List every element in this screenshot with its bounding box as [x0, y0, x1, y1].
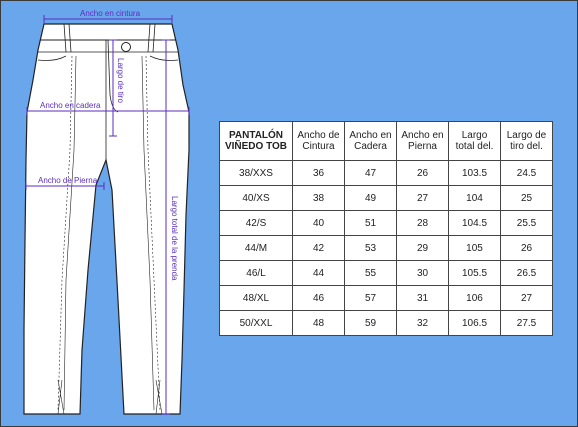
waist-cell: 38: [292, 185, 345, 211]
leg-cell: 32: [396, 310, 449, 336]
leg-cell: 27: [396, 185, 449, 211]
hip-cell: 57: [344, 285, 397, 311]
column-header-leg: Ancho en Pierna: [396, 121, 449, 161]
hip-cell: 55: [344, 260, 397, 286]
hip-cell: 59: [344, 310, 397, 336]
column-header-length: Largo total del.: [448, 121, 501, 161]
table-row: 46/L 44 55 30 105.5 26.5: [219, 260, 553, 286]
rise-cell: 24.5: [500, 160, 553, 186]
column-header-line: Largo: [461, 130, 488, 141]
length-cell: 105.5: [448, 260, 501, 286]
table-row: 38/XXS 36 47 26 103.5 24.5: [219, 160, 553, 186]
column-header-line: Pierna: [408, 141, 437, 152]
table-row: 48/XL 46 57 31 106 27: [219, 285, 553, 311]
length-cell: 104.5: [448, 210, 501, 236]
column-header-line: tiro del.: [510, 141, 543, 152]
column-header-line: Ancho en: [349, 130, 392, 141]
table-row: 44/M 42 53 29 105 26: [219, 235, 553, 261]
column-header-rise: Largo de tiro del.: [500, 121, 553, 161]
hip-cell: 53: [344, 235, 397, 261]
waist-cell: 42: [292, 235, 345, 261]
leg-cell: 30: [396, 260, 449, 286]
belt-loop-right: [147, 23, 156, 53]
leg-cell: 28: [396, 210, 449, 236]
rise-cell: 25: [500, 185, 553, 211]
waist-cell: 48: [292, 310, 345, 336]
leg-cell: 29: [396, 235, 449, 261]
seam-right-2: [141, 55, 155, 411]
rise-cell: 25.5: [500, 210, 553, 236]
belt-loop-left: [63, 23, 72, 53]
size-cell: 48/XL: [219, 285, 293, 311]
table-row: 42/S 40 51 28 104.5 25.5: [219, 210, 553, 236]
table-title: PANTALÓN VIÑEDO TOB: [219, 121, 293, 161]
length-cell: 103.5: [448, 160, 501, 186]
waist-cell: 46: [292, 285, 345, 311]
waist-cell: 36: [292, 160, 345, 186]
table-row: 40/XS 38 49 27 104 25: [219, 185, 553, 211]
hem-slit-right: [155, 379, 163, 415]
rise-label: Largo de tiro: [116, 58, 125, 103]
pocket-left: [37, 55, 67, 61]
rise-cell: 26.5: [500, 260, 553, 286]
length-cell: 106: [448, 285, 501, 311]
column-header-line: Cintura: [302, 141, 335, 152]
column-header-hip: Ancho en Cadera: [344, 121, 397, 161]
hip-cell: 49: [344, 185, 397, 211]
leg-cell: 31: [396, 285, 449, 311]
hem-slit-left: [57, 379, 65, 415]
leg-cell: 26: [396, 160, 449, 186]
waist-label: Ancho en cintura: [80, 9, 141, 18]
pants-outline: [23, 23, 190, 415]
rise-cell: 26: [500, 235, 553, 261]
length-cell: 104: [448, 185, 501, 211]
length-cell: 106.5: [448, 310, 501, 336]
total-length-label: Largo total de la prenda: [170, 196, 179, 281]
size-cell: 38/XXS: [219, 160, 293, 186]
table-title-line2: VIÑEDO TOB: [224, 141, 288, 152]
size-cell: 42/S: [219, 210, 293, 236]
waist-cell: 40: [292, 210, 345, 236]
pocket-right: [149, 55, 179, 61]
column-header-waist: Ancho de Cintura: [292, 121, 345, 161]
size-cell: 46/L: [219, 260, 293, 286]
size-table: PANTALÓN VIÑEDO TOB Ancho de Cintura Anc…: [219, 121, 553, 336]
table-title-line1: PANTALÓN: [228, 130, 284, 141]
size-cell: 44/M: [219, 235, 293, 261]
rise-cell: 27: [500, 285, 553, 311]
leg-label: Ancho de Pierna: [38, 176, 98, 185]
column-header-line: Cadera: [354, 141, 387, 152]
button-icon: [121, 42, 131, 52]
column-header-line: Ancho de: [297, 130, 340, 141]
column-header-line: Largo de: [506, 130, 547, 141]
size-cell: 50/XXL: [219, 310, 293, 336]
rise-cell: 27.5: [500, 310, 553, 336]
column-header-line: Ancho en: [401, 130, 444, 141]
table-row: 50/XXL 48 59 32 106.5 27.5: [219, 310, 553, 336]
seam-left: [57, 55, 73, 411]
column-header-line: total del.: [455, 141, 494, 152]
hip-label: Ancho en cadera: [40, 101, 101, 110]
seam-left-2: [63, 55, 77, 411]
hip-cell: 47: [344, 160, 397, 186]
seam-right: [145, 55, 161, 411]
size-cell: 40/XS: [219, 185, 293, 211]
hip-cell: 51: [344, 210, 397, 236]
waist-cell: 44: [292, 260, 345, 286]
table-header-row: PANTALÓN VIÑEDO TOB Ancho de Cintura Anc…: [219, 121, 553, 161]
length-cell: 105: [448, 235, 501, 261]
